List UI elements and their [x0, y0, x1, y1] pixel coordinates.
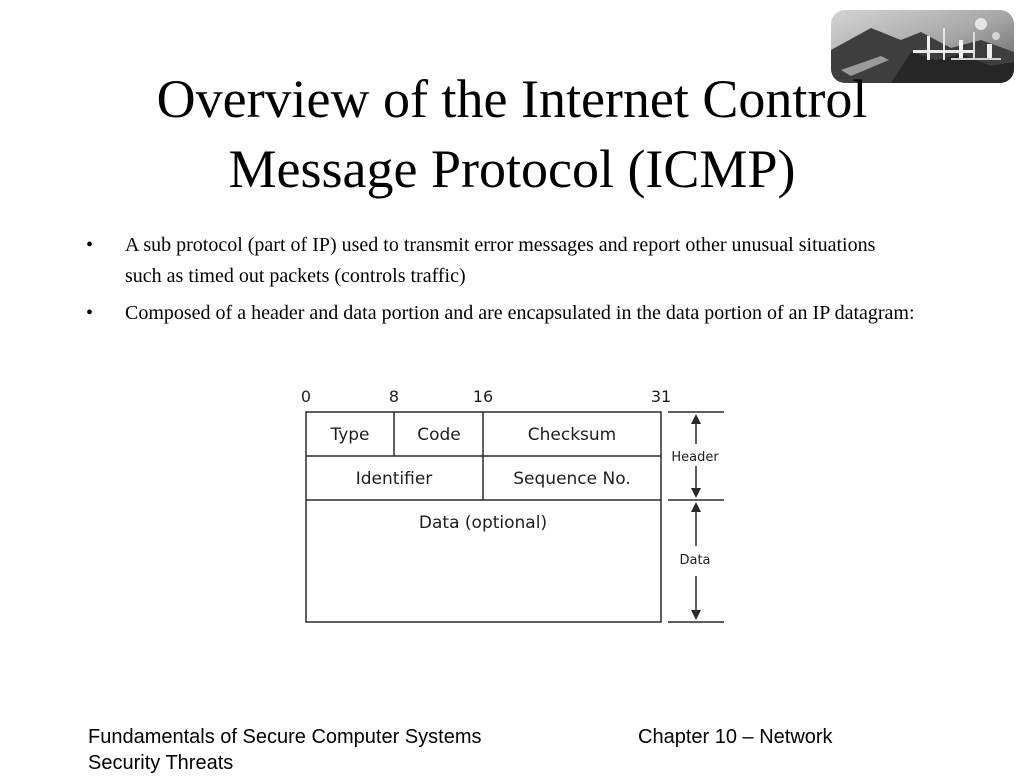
arrowhead-down-icon [691, 488, 701, 498]
slide-title-line-1: Overview of the Internet Control [156, 69, 868, 129]
bit-label-31: 31 [651, 387, 671, 406]
slide-title-line-2: Message Protocol (ICMP) [228, 139, 796, 199]
arrowhead-down-icon [691, 610, 701, 620]
bullet-list: • A sub protocol (part of IP) used to tr… [86, 230, 916, 335]
field-checksum: Checksum [528, 425, 617, 445]
bullet-item: • Composed of a header and data portion … [86, 298, 916, 329]
field-identifier: Identifier [356, 469, 433, 489]
bullet-item: • A sub protocol (part of IP) used to tr… [86, 230, 916, 292]
footer-course-title: Fundamentals of Secure Computer Systems … [88, 724, 482, 776]
field-data: Data (optional) [419, 513, 547, 533]
field-type: Type [329, 425, 369, 445]
arrowhead-up-icon [691, 502, 701, 512]
corner-photo-graphic [831, 10, 1014, 83]
bullet-text: Composed of a header and data portion an… [125, 302, 915, 324]
slide-title: Overview of the Internet Control Message… [60, 64, 964, 204]
field-code: Code [417, 425, 461, 445]
bullet-dot: • [86, 234, 94, 256]
footer-line-1: Fundamentals of Secure Computer Systems [88, 726, 482, 748]
footer-chapter: Chapter 10 – Network [638, 724, 833, 750]
side-label-header: Header [671, 450, 719, 465]
bullet-dot: • [86, 302, 94, 324]
arrowhead-up-icon [691, 414, 701, 424]
field-sequence: Sequence No. [513, 469, 630, 489]
icmp-packet-diagram: 0 8 16 31 Type Code Checksum Identifier … [301, 387, 724, 623]
bit-label-8: 8 [389, 387, 399, 406]
corner-photo [831, 10, 1014, 83]
footer-chapter-text: Chapter 10 – Network [638, 726, 833, 748]
bullet-text: A sub protocol (part of IP) used to tran… [125, 234, 876, 287]
bit-label-16: 16 [473, 387, 493, 406]
bit-label-0: 0 [301, 387, 311, 406]
side-label-data: Data [679, 553, 710, 568]
footer-line-2: Security Threats [88, 752, 234, 774]
